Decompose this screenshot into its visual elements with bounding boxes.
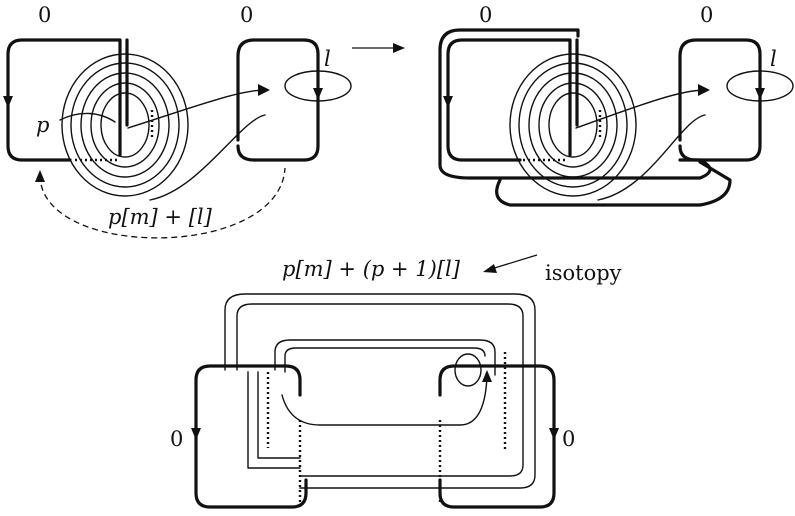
panel-top-right (438, 28, 794, 207)
twist-label-p: p (36, 113, 49, 137)
spiral-twist-tl (61, 53, 189, 197)
arrow-down-icon (3, 96, 13, 108)
arrow-right-icon (352, 43, 405, 53)
spiral-twist-tr (509, 53, 637, 197)
loop-label-l-left: l (324, 47, 331, 71)
meridian-loop-l-tl (284, 70, 352, 102)
panel-top-left (3, 38, 352, 239)
loop-label-l-right: l (770, 47, 777, 71)
isotopy-label: isotopy (545, 261, 622, 285)
framing-label-tr-left: 0 (479, 3, 492, 27)
class-label-bottom: p[m] + (p + 1)[l] (282, 257, 461, 281)
component-l-right-tr (678, 38, 762, 162)
framing-label-tl-left: 0 (38, 3, 51, 27)
framing-label-tr-right: 0 (700, 3, 713, 27)
framing-label-tl-right: 0 (240, 3, 253, 27)
component-m-bottom (194, 364, 308, 509)
component-m-right-tr (446, 38, 572, 162)
component-l-bottom (438, 364, 556, 509)
framing-label-b-right: 0 (562, 427, 575, 451)
framing-label-b-left: 0 (170, 427, 183, 451)
arrow-down-left-icon (483, 254, 538, 273)
slide-path-dashed (39, 167, 286, 239)
component-l-left-tl (236, 38, 320, 162)
meridian-loop-l-tr (726, 70, 794, 102)
class-label-top: p[m] + [l] (108, 205, 213, 229)
panel-bottom (191, 293, 559, 509)
component-m-left-tl (6, 38, 122, 162)
